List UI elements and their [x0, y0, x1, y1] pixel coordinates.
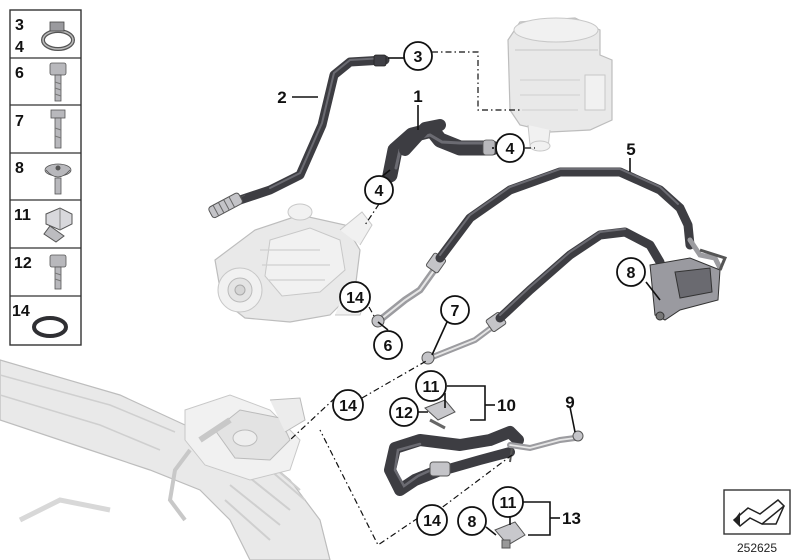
- callout-8-lower: 8: [457, 506, 487, 536]
- callout-12: 12: [389, 397, 419, 427]
- label-2: 2: [277, 88, 286, 107]
- hose-clamp-icon: [41, 21, 75, 51]
- callout-11-lower: 11: [492, 486, 524, 518]
- svg-text:4: 4: [375, 183, 384, 200]
- legend-label-4: 4: [15, 39, 24, 56]
- label-5: 5: [626, 140, 635, 159]
- document-id: 252625: [737, 541, 777, 555]
- legend-label-11: 11: [14, 207, 31, 224]
- callout-8-upper: 8: [616, 257, 646, 287]
- callout-6: 6: [373, 330, 403, 360]
- reservoir-ghost: [507, 17, 613, 152]
- svg-text:3: 3: [414, 49, 423, 66]
- svg-text:14: 14: [346, 290, 364, 307]
- parts-legend: 3 4 6 7 8: [9, 9, 82, 346]
- hose-5: [371, 167, 723, 328]
- svg-text:7: 7: [451, 303, 460, 320]
- callout-3: 3: [403, 41, 433, 71]
- label-9: 9: [565, 393, 574, 412]
- svg-text:6: 6: [384, 338, 393, 355]
- callout-14-upper: 14: [339, 281, 371, 313]
- callout-11-upper: 11: [415, 370, 447, 402]
- callout-14-lower: 14: [416, 504, 448, 536]
- legend-label-3: 3: [15, 17, 24, 34]
- svg-text:8: 8: [627, 265, 636, 282]
- callouts: 3 4 4 14 6 7 8 11: [332, 41, 646, 536]
- hose-2: [208, 54, 390, 219]
- clip-part-upper: [424, 399, 456, 430]
- legend-label-7: 7: [15, 113, 24, 130]
- callout-7: 7: [440, 295, 470, 325]
- svg-text:11: 11: [423, 379, 440, 396]
- svg-text:14: 14: [339, 398, 357, 415]
- part-labels: 1 2 5 9 10 13: [277, 87, 635, 528]
- bracket-assembly: [649, 248, 728, 321]
- power-steering-pump-ghost: [214, 203, 373, 323]
- legend-label-12: 12: [14, 255, 32, 272]
- svg-text:11: 11: [500, 495, 517, 512]
- label-1: 1: [413, 87, 422, 106]
- svg-text:8: 8: [468, 514, 477, 531]
- svg-text:4: 4: [506, 141, 515, 158]
- svg-text:14: 14: [423, 513, 441, 530]
- hex-socket-bolt-icon: [49, 62, 67, 102]
- clip-part-lower: [494, 521, 526, 549]
- legend-label-14: 14: [12, 303, 30, 320]
- orientation-badge: [723, 489, 791, 535]
- hose-lower-pressure: [421, 227, 665, 365]
- callout-14-middle: 14: [332, 389, 364, 421]
- torx-screw-icon: [44, 163, 72, 195]
- hose-1: [382, 119, 500, 183]
- label-10: 10: [497, 396, 516, 415]
- o-ring-icon: [32, 316, 68, 338]
- clip-bracket-icon: [43, 207, 73, 243]
- socket-screw-icon: [49, 254, 67, 290]
- legend-label-6: 6: [15, 65, 24, 82]
- hose-9: [384, 426, 584, 496]
- hex-bolt-icon: [50, 109, 66, 149]
- steering-gear-ghost: [0, 359, 331, 560]
- legend-label-8: 8: [15, 160, 24, 177]
- leader-lines: [289, 51, 661, 546]
- svg-text:12: 12: [395, 405, 413, 422]
- callout-4-left: 4: [364, 175, 394, 205]
- callout-4-right: 4: [495, 133, 525, 163]
- label-13: 13: [562, 509, 581, 528]
